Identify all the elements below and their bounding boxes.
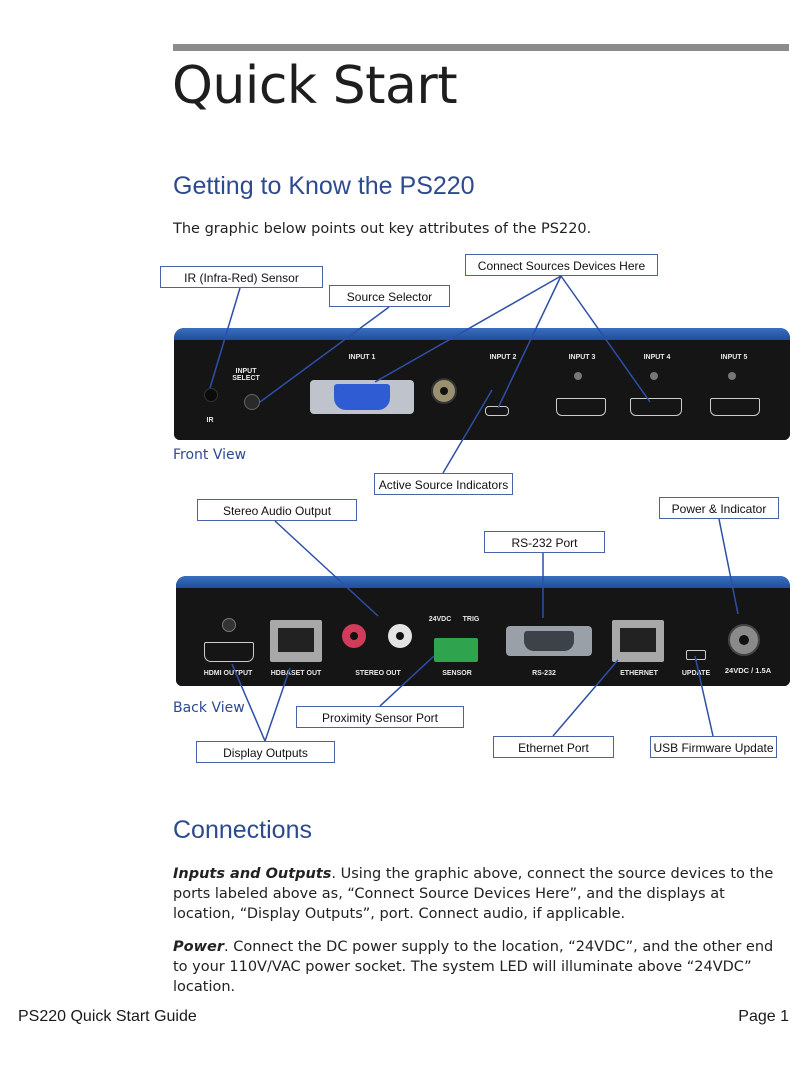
update-label: UPDATE (681, 670, 711, 677)
vga-port (310, 380, 414, 414)
callout-ir-sensor: IR (Infra-Red) Sensor (160, 266, 323, 288)
hdbaset-port (270, 620, 322, 662)
callout-ethernet-port: Ethernet Port (493, 736, 614, 758)
ethernet-label: ETHERNET (620, 670, 658, 677)
rs232-label: RS-232 (532, 670, 556, 677)
paragraph-body-inputs: . Using the graphic above, connect the s… (173, 866, 774, 922)
sensor-voltage-label: 24VDC (428, 616, 452, 623)
power-label: 24VDC / 1.5A (724, 666, 772, 675)
callout-stereo-audio: Stereo Audio Output (197, 499, 357, 521)
ethernet-port (612, 620, 664, 662)
callout-proximity-sensor: Proximity Sensor Port (296, 706, 464, 728)
input1-label: INPUT 1 (348, 354, 376, 361)
callout-display-outputs: Display Outputs (196, 741, 335, 763)
section-heading-connections: Connections (173, 816, 312, 844)
section-heading-getting-to-know: Getting to Know the PS220 (173, 172, 475, 200)
hdmi-output-port (204, 642, 254, 662)
ir-label: IR (206, 417, 214, 424)
callout-connect-sources: Connect Sources Devices Here (465, 254, 658, 276)
input-select-label: INPUT SELECT (232, 368, 260, 382)
header-rule (173, 44, 789, 51)
callout-source-selector: Source Selector (329, 285, 450, 307)
back-view-label: Back View (173, 700, 245, 716)
stereo-white-jack (388, 624, 412, 648)
input4-led (650, 372, 658, 380)
callout-power-indicator: Power & Indicator (659, 497, 779, 519)
paragraph-inputs-outputs: Inputs and Outputs. Using the graphic ab… (173, 864, 788, 924)
paragraph-power: Power. Connect the DC power supply to th… (173, 937, 788, 997)
callout-active-indicators: Active Source Indicators (374, 473, 513, 495)
sensor-terminal-block (434, 638, 478, 662)
callout-rs232-port: RS-232 Port (484, 531, 605, 553)
back-panel-image: HDMI OUTPUT HDBASET OUT STEREO OUT 24VDC… (176, 576, 790, 686)
paragraph-body-power: . Connect the DC power supply to the loc… (173, 939, 774, 995)
sensor-trig-label: TRIG (462, 616, 480, 623)
audio-jack (431, 378, 457, 404)
paragraph-lead-inputs: Inputs and Outputs (173, 866, 332, 882)
input4-label: INPUT 4 (643, 354, 671, 361)
input2-label: INPUT 2 (489, 354, 517, 361)
footer-left: PS220 Quick Start Guide (18, 1008, 197, 1025)
usb-c-port (485, 406, 509, 416)
stereo-out-label: STEREO OUT (355, 670, 401, 677)
input5-led (728, 372, 736, 380)
hdmi-input5 (710, 398, 760, 416)
hdmi-output-label: HDMI OUTPUT (203, 670, 253, 677)
hdmi-input4 (630, 398, 682, 416)
paragraph-lead-power: Power (173, 939, 224, 955)
input5-label: INPUT 5 (720, 354, 748, 361)
front-panel-image: IR INPUT SELECT INPUT 1 INPUT 2 INPUT 3 … (174, 328, 790, 440)
ir-sensor-window (204, 388, 218, 402)
callout-usb-firmware: USB Firmware Update (650, 736, 777, 758)
usb-update-port (686, 650, 706, 660)
sensor-label: SENSOR (442, 670, 472, 677)
input3-led (574, 372, 582, 380)
intro-text: The graphic below points out key attribu… (173, 221, 592, 237)
hdmi-output-led (222, 618, 236, 632)
power-jack (728, 624, 760, 656)
hdbaset-label: HDBASET OUT (270, 670, 322, 677)
page-title: Quick Start (172, 56, 458, 116)
hdmi-input3 (556, 398, 606, 416)
stereo-red-jack (342, 624, 366, 648)
footer-page-number: Page 1 (738, 1008, 789, 1025)
input-select-button (244, 394, 260, 410)
rs232-connector (506, 626, 592, 656)
input3-label: INPUT 3 (568, 354, 596, 361)
front-view-label: Front View (173, 447, 247, 463)
